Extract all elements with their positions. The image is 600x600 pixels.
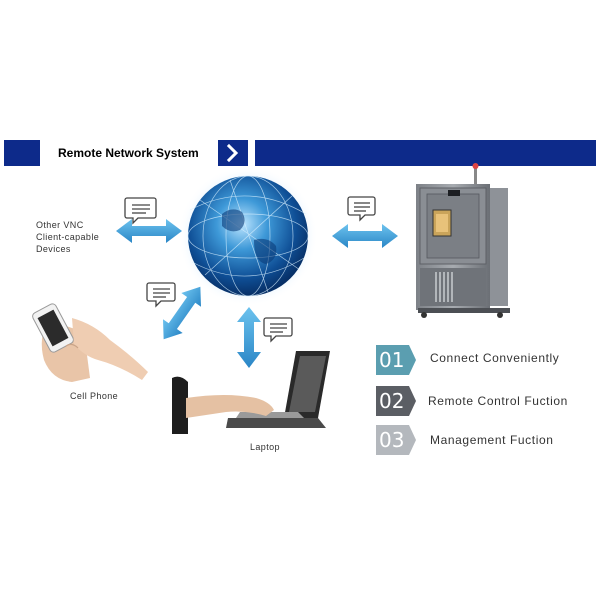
banner-left-block: [4, 140, 40, 166]
vnc-label-line: Devices: [36, 244, 71, 254]
chevron-right-icon: [218, 140, 248, 166]
arrow-vnc-globe: [116, 219, 182, 243]
banner-right-bar: [255, 140, 596, 166]
feature-badge-shape: [376, 345, 416, 375]
globe-icon: [178, 166, 318, 306]
feature-badge-shape: [376, 425, 416, 455]
feature-badge-shape: [376, 386, 416, 416]
vnc-devices-label: Other VNC Client-capable Devices: [36, 219, 99, 255]
laptop-label: Laptop: [250, 442, 280, 452]
feature-item: 03 Management Fuction: [376, 425, 596, 455]
feature-number: 02: [379, 389, 405, 413]
feature-label: Remote Control Fuction: [428, 394, 568, 408]
chat-bubble-icon: [263, 317, 293, 343]
arrow-globe-phone: [162, 286, 202, 340]
vnc-label-line: Other VNC: [36, 220, 84, 230]
feature-number: 01: [379, 348, 405, 372]
vnc-label-line: Client-capable: [36, 232, 100, 242]
feature-item: 02 Remote Control Fuction: [376, 386, 596, 416]
cell-phone-label: Cell Phone: [70, 391, 119, 401]
cell-phone-icon: [32, 303, 148, 382]
feature-label: Connect Conveniently: [430, 351, 560, 365]
chat-bubble-icon: [124, 197, 157, 225]
arrow-globe-laptop: [237, 307, 261, 368]
banner-title: Remote Network System: [40, 140, 218, 166]
test-chamber-icon: [416, 163, 510, 318]
arrow-globe-chamber: [332, 224, 398, 248]
chat-bubble-icon: [146, 282, 176, 308]
feature-label: Management Fuction: [430, 433, 554, 447]
chat-bubble-icon: [347, 196, 376, 222]
feature-item: 01 Connect Conveniently: [376, 345, 596, 375]
laptop-icon: [172, 351, 330, 434]
feature-number: 03: [379, 428, 405, 452]
